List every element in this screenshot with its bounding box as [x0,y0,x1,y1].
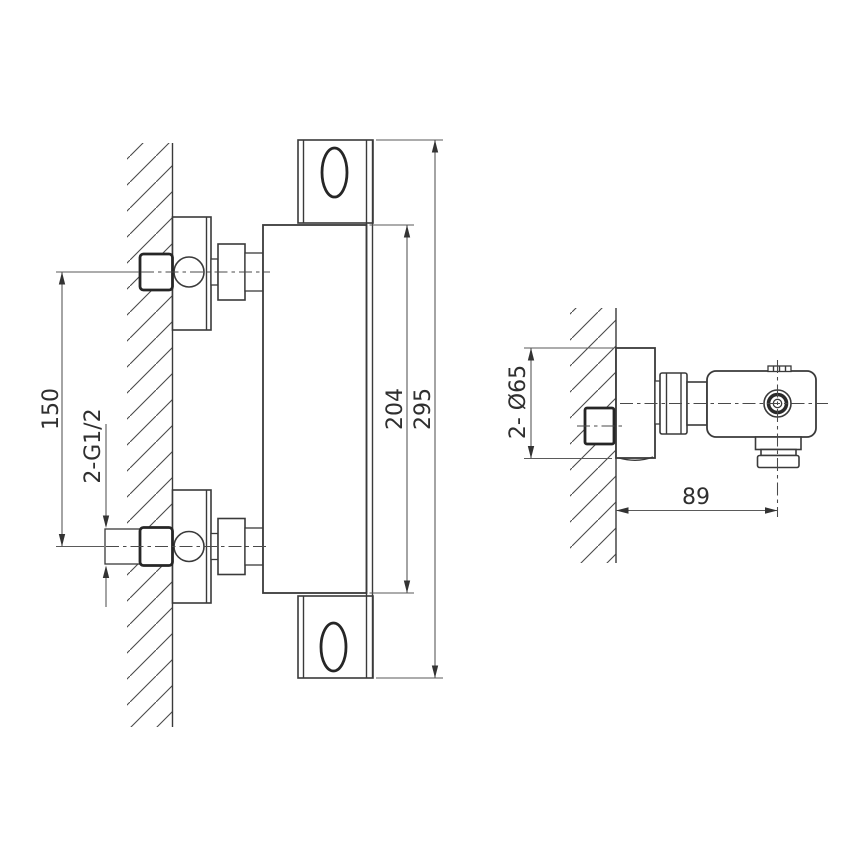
dim-label-thread: 2-G1/2 [81,408,106,483]
dim-label-204: 204 [383,388,408,430]
outlet-nut [756,454,800,469]
valve-body-front [262,224,368,594]
arrowhead-down [403,580,411,593]
dim-label-295: 295 [411,388,436,430]
arrowhead-up [431,140,439,153]
outlet-step-2 [760,448,797,457]
body-bottom-curve [618,456,654,461]
arrowhead-left [616,507,629,514]
bracket-slot-top [320,146,349,199]
side-view: 2- Ø65 89 [506,308,828,563]
outlet-step-1 [754,436,802,451]
dim-label-150: 150 [39,388,64,430]
dim-label-diameter: 2- Ø65 [506,365,531,439]
arrowhead-down [527,446,535,459]
shower-outlet [754,436,802,469]
arrowhead-right [765,507,778,514]
arrowhead-up [102,565,110,578]
dimension-wall-to-outlet: 89 [616,485,778,514]
arrowhead-down [58,534,66,547]
dim-label-89: 89 [682,485,710,510]
dimension-escutcheon-diameter: 2- Ø65 [506,347,614,460]
arrowhead-down [102,515,110,528]
arrowhead-up [58,272,66,285]
dimension-inlet-thread: 2-G1/2 [81,408,110,607]
front-view: 150 2-G1/2 204 295 [39,139,443,727]
arrowhead-up [403,225,411,238]
bracket-slot-bottom [319,621,348,673]
dimension-body-height: 204 [369,224,414,594]
wall-hatching [127,143,173,727]
arrowhead-down [431,665,439,678]
arrowhead-up [527,348,535,361]
dimension-overall-height: 295 [376,139,443,679]
dimension-inlet-spacing: 150 [39,271,139,548]
